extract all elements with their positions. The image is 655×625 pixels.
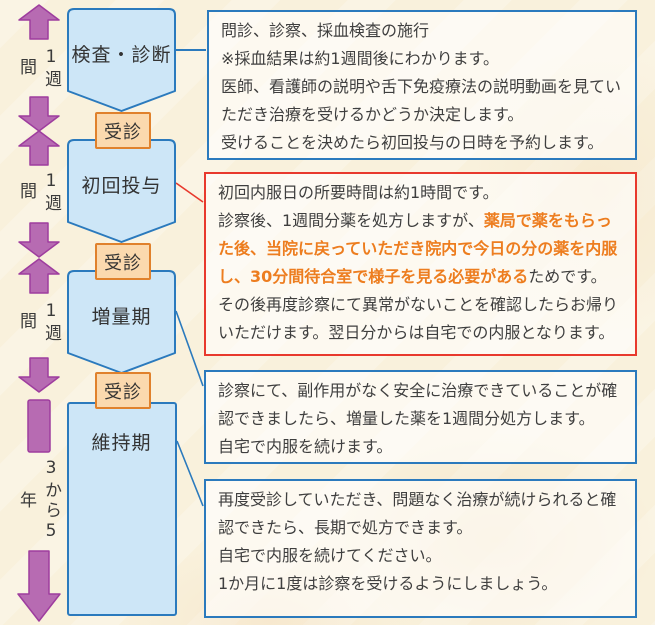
note-paragraph: 受けることを決めたら初回投与の日時を予約します。: [221, 129, 623, 157]
note-text: 受けることを決めたら初回投与の日時を予約します。: [221, 133, 604, 152]
note-paragraph: 初回内服日の所要時間は約1時間です。: [218, 179, 623, 207]
note-text-emphasis: 薬局で薬をもらった後、当院に戻っていただき院内で今日の分の薬を内服し、30分間待…: [218, 211, 618, 286]
note-paragraph: 自宅で内服を続けます。: [218, 433, 623, 461]
note-text: 再度受診していただき、問題なく治療が続けられると確認できたら、長期で処方できます…: [218, 490, 617, 537]
note-paragraph: 問診、診察、採血検査の施行: [221, 17, 623, 45]
note-text: その後再度診察にて異常がないことを確認したらお帰りいただけます。翌日分からは自宅…: [218, 295, 619, 342]
stage-label-first-dose: 初回投与: [81, 175, 162, 197]
arrow-up-icon: [18, 130, 60, 166]
note-paragraph: 1か月に1度は診察を受けるようにしましょう。: [218, 570, 623, 598]
timeline-label-1: 1週間: [16, 46, 61, 90]
timeline-label-2: 1週間: [16, 170, 61, 214]
note-text: ※採血結果は約1週間後にわかります。: [221, 49, 499, 68]
note-paragraph: ※採血結果は約1週間後にわかります。: [221, 45, 623, 73]
note-text: 診察後、1週間分薬を処方しますが、: [218, 211, 484, 230]
stage-label-exam: 検査・診断: [71, 44, 172, 66]
note-text: 自宅で内服を続けます。: [218, 437, 393, 456]
stage-shape-increase: [67, 270, 176, 374]
note-maintenance: 再度受診していただき、問題なく治療が続けられると確認できたら、長期で処方できます…: [204, 479, 637, 618]
note-text: 1か月に1度は診察を受けるようにしましょう。: [218, 574, 558, 593]
note-text: ためです。: [528, 267, 607, 286]
visit-badge-3: 受診: [95, 372, 151, 409]
note-paragraph: その後再度診察にて異常がないことを確認したらお帰りいただけます。翌日分からは自宅…: [218, 291, 623, 347]
note-text: 問診、診察、採血検査の施行: [221, 21, 430, 40]
stage-label-increase: 増量期: [91, 306, 152, 328]
arrow-up-icon: [18, 4, 60, 40]
visit-badge-1: 受診: [95, 112, 151, 149]
stage-shape-maintenance: [67, 402, 177, 616]
timeline-bar: [27, 399, 51, 453]
note-exam: 問診、診察、採血検査の施行 ※採血結果は約1週間後にわかります。医師、看護師の説明…: [207, 10, 637, 160]
stage-label-maintenance: 維持期: [91, 432, 152, 454]
note-paragraph: 診察後、1週間分薬を処方しますが、薬局で薬をもらった後、当院に戻っていただき院内…: [218, 207, 623, 291]
timeline-label-4: 3から5年: [16, 458, 61, 544]
timeline-label-3: 1週間: [16, 300, 61, 344]
arrow-down-icon: [18, 357, 60, 393]
visit-badge-2: 受診: [95, 243, 151, 280]
note-text: 初回内服日の所要時間は約1時間です。: [218, 183, 499, 202]
note-paragraph: 再度受診していただき、問題なく治療が続けられると確認できたら、長期で処方できます…: [218, 486, 623, 542]
note-paragraph: 自宅で内服を続けてください。: [218, 542, 623, 570]
note-first-dose: 初回内服日の所要時間は約1時間です。診察後、1週間分薬を処方しますが、薬局で薬を…: [204, 172, 637, 356]
timeline-bar-arrow-down-icon: [17, 550, 61, 622]
note-text: 医師、看護師の説明や舌下免疫療法の説明動画を見ていただき治療を受けるかどうか決定…: [221, 77, 622, 124]
note-increase: 診察にて、副作用がなく安全に治療できていることが確認できましたら、増量した薬を1…: [204, 370, 637, 464]
note-paragraph: 診察にて、副作用がなく安全に治療できていることが確認できましたら、増量した薬を1…: [218, 377, 623, 433]
stage-shape-first-dose: [67, 139, 176, 243]
arrow-down-icon: [18, 222, 60, 258]
arrow-down-icon: [18, 96, 60, 132]
arrow-up-icon: [18, 258, 60, 294]
note-text: 自宅で内服を続けてください。: [218, 546, 442, 565]
note-paragraph: 医師、看護師の説明や舌下免疫療法の説明動画を見ていただき治療を受けるかどうか決定…: [221, 73, 623, 129]
note-text: 診察にて、副作用がなく安全に治療できていることが確認できましたら、増量した薬を1…: [218, 381, 618, 428]
stage-shape-exam: [67, 8, 176, 112]
